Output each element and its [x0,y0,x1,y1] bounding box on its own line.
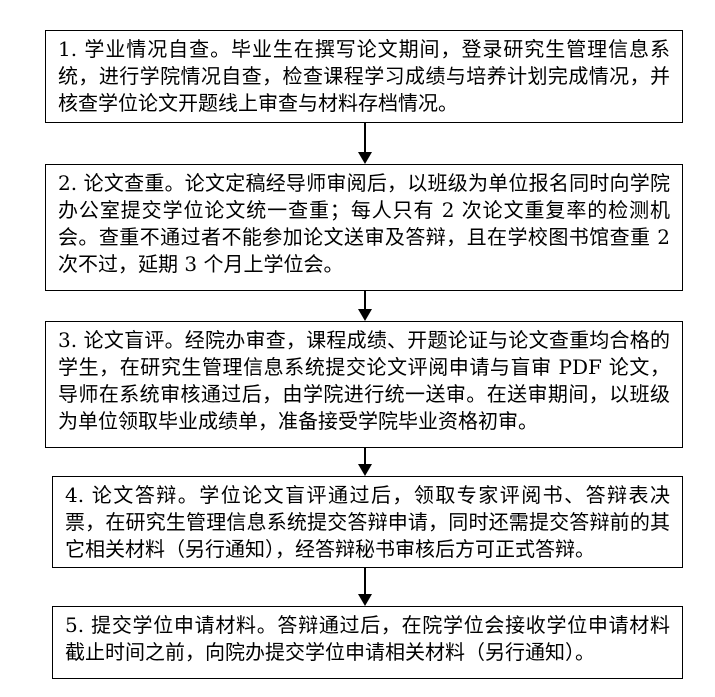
arrow-line [364,568,366,594]
flow-step-2: 2. 论文查重。论文定稿经导师审阅后，以班级为单位报名同时向学院办公室提交学位论… [45,164,683,291]
arrowhead-down-icon [358,152,372,164]
arrow-line [364,448,366,464]
flow-step-2-text: 2. 论文查重。论文定稿经导师审阅后，以班级为单位报名同时向学院办公室提交学位论… [58,171,670,276]
arrowhead-down-icon [358,594,372,606]
flow-step-3-text: 3. 论文盲评。经院办审查，课程成绩、开题论证与论文查重均合格的学生，在研究生管… [58,328,670,433]
flow-step-1-text: 1. 学业情况自查。毕业生在撰写论文期间，登录研究生管理信息系统，进行学院情况自… [58,37,670,115]
arrowhead-down-icon [358,464,372,476]
flow-step-4-text: 4. 论文答辩。学位论文盲评通过后，领取专家评阅书、答辩表决票，在研究生管理信息… [65,483,670,561]
flow-step-5-text: 5. 提交学位申请材料。答辩通过后，在院学位会接收学位申请材料截止时间之前，向院… [65,613,670,664]
flow-arrow-2 [358,291,372,321]
flow-arrow-3 [358,448,372,476]
flow-step-5: 5. 提交学位申请材料。答辩通过后，在院学位会接收学位申请材料截止时间之前，向院… [52,606,683,679]
flow-step-1: 1. 学业情况自查。毕业生在撰写论文期间，登录研究生管理信息系统，进行学院情况自… [45,30,683,123]
flow-step-3: 3. 论文盲评。经院办审查，课程成绩、开题论证与论文查重均合格的学生，在研究生管… [45,321,683,448]
arrowhead-down-icon [358,309,372,321]
flow-step-4: 4. 论文答辩。学位论文盲评通过后，领取专家评阅书、答辩表决票，在研究生管理信息… [52,476,683,568]
flow-arrow-1 [358,123,372,164]
arrow-line [364,291,366,309]
flow-arrow-4 [358,568,372,606]
arrow-line [364,123,366,152]
